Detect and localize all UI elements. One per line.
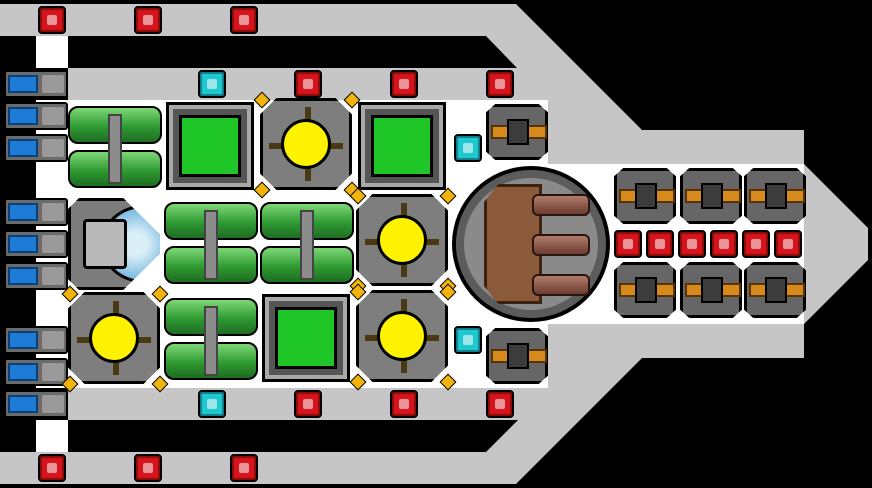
red-button[interactable] — [230, 454, 258, 482]
reactor-icon — [377, 311, 427, 361]
thruster-body — [42, 395, 64, 413]
tank-pipe — [108, 114, 122, 184]
thruster[interactable] — [4, 390, 68, 418]
cargo-icon — [179, 115, 241, 177]
cannon-barrel — [532, 274, 590, 296]
reactor-module[interactable] — [68, 292, 160, 384]
thruster[interactable] — [4, 262, 68, 290]
reactor-icon — [281, 119, 331, 169]
reactor-icon — [377, 215, 427, 265]
thruster-body — [42, 139, 64, 157]
turret-icon — [765, 277, 787, 303]
thruster-icon — [8, 139, 38, 157]
cargo-module[interactable] — [358, 102, 446, 190]
cargo-icon — [371, 115, 433, 177]
control-module[interactable] — [68, 198, 160, 290]
thruster[interactable] — [4, 70, 68, 98]
main-cannon[interactable] — [452, 166, 610, 322]
cargo-module[interactable] — [166, 102, 254, 190]
thruster[interactable] — [4, 198, 68, 226]
red-button[interactable] — [486, 390, 514, 418]
red-button[interactable] — [230, 6, 258, 34]
turret-icon — [635, 277, 657, 303]
floor-bottom-strip — [36, 420, 68, 452]
turret[interactable] — [680, 262, 742, 318]
turret[interactable] — [680, 168, 742, 224]
red-button[interactable] — [38, 6, 66, 34]
cannon-barrel — [532, 234, 590, 256]
thruster-body — [42, 203, 64, 221]
tank-module[interactable] — [164, 292, 260, 388]
cannon-barrel — [532, 194, 590, 216]
turret-icon — [701, 183, 723, 209]
reactor-module[interactable] — [260, 98, 352, 190]
red-button[interactable] — [774, 230, 802, 258]
thruster-body — [42, 235, 64, 253]
red-button[interactable] — [486, 70, 514, 98]
thruster-body — [42, 107, 64, 125]
thruster-icon — [8, 363, 38, 381]
thruster-icon — [8, 235, 38, 253]
turret-icon — [507, 343, 529, 369]
thruster-icon — [8, 107, 38, 125]
thruster[interactable] — [4, 134, 68, 162]
red-button[interactable] — [614, 230, 642, 258]
red-button[interactable] — [294, 70, 322, 98]
thruster-body — [42, 75, 64, 93]
red-button[interactable] — [134, 6, 162, 34]
tank-pipe — [204, 210, 218, 280]
thruster-icon — [8, 203, 38, 221]
cargo-icon — [275, 307, 337, 369]
reactor-module[interactable] — [356, 290, 448, 382]
red-button[interactable] — [390, 390, 418, 418]
turret-icon — [635, 183, 657, 209]
cargo-module[interactable] — [262, 294, 350, 382]
reactor-module[interactable] — [356, 194, 448, 286]
cyan-button[interactable] — [198, 70, 226, 98]
red-button[interactable] — [710, 230, 738, 258]
thruster-icon — [8, 395, 38, 413]
tank-pipe — [204, 306, 218, 376]
thruster-icon — [8, 331, 38, 349]
red-button[interactable] — [390, 70, 418, 98]
floor-top-strip — [36, 36, 68, 68]
turret[interactable] — [744, 262, 806, 318]
red-button[interactable] — [134, 454, 162, 482]
red-button[interactable] — [678, 230, 706, 258]
cyan-button[interactable] — [454, 326, 482, 354]
red-button[interactable] — [742, 230, 770, 258]
thruster-body — [42, 267, 64, 285]
tank-module[interactable] — [164, 196, 260, 292]
red-button[interactable] — [646, 230, 674, 258]
tank-module[interactable] — [260, 196, 356, 292]
cyan-button[interactable] — [454, 134, 482, 162]
red-button[interactable] — [38, 454, 66, 482]
thruster-body — [42, 363, 64, 381]
thruster-icon — [8, 75, 38, 93]
thruster[interactable] — [4, 358, 68, 386]
red-button[interactable] — [294, 390, 322, 418]
tank-module[interactable] — [68, 100, 164, 196]
turret-icon — [507, 119, 529, 145]
turret-icon — [701, 277, 723, 303]
turret[interactable] — [744, 168, 806, 224]
thruster[interactable] — [4, 326, 68, 354]
turret[interactable] — [614, 168, 676, 224]
thruster[interactable] — [4, 230, 68, 258]
thruster-icon — [8, 267, 38, 285]
pilot-seat — [83, 219, 127, 269]
tank-pipe — [300, 210, 314, 280]
reactor-icon — [89, 313, 139, 363]
cyan-button[interactable] — [198, 390, 226, 418]
turret[interactable] — [486, 328, 548, 384]
turret-icon — [765, 183, 787, 209]
turret[interactable] — [486, 104, 548, 160]
thruster[interactable] — [4, 102, 68, 130]
turret[interactable] — [614, 262, 676, 318]
thruster-body — [42, 331, 64, 349]
